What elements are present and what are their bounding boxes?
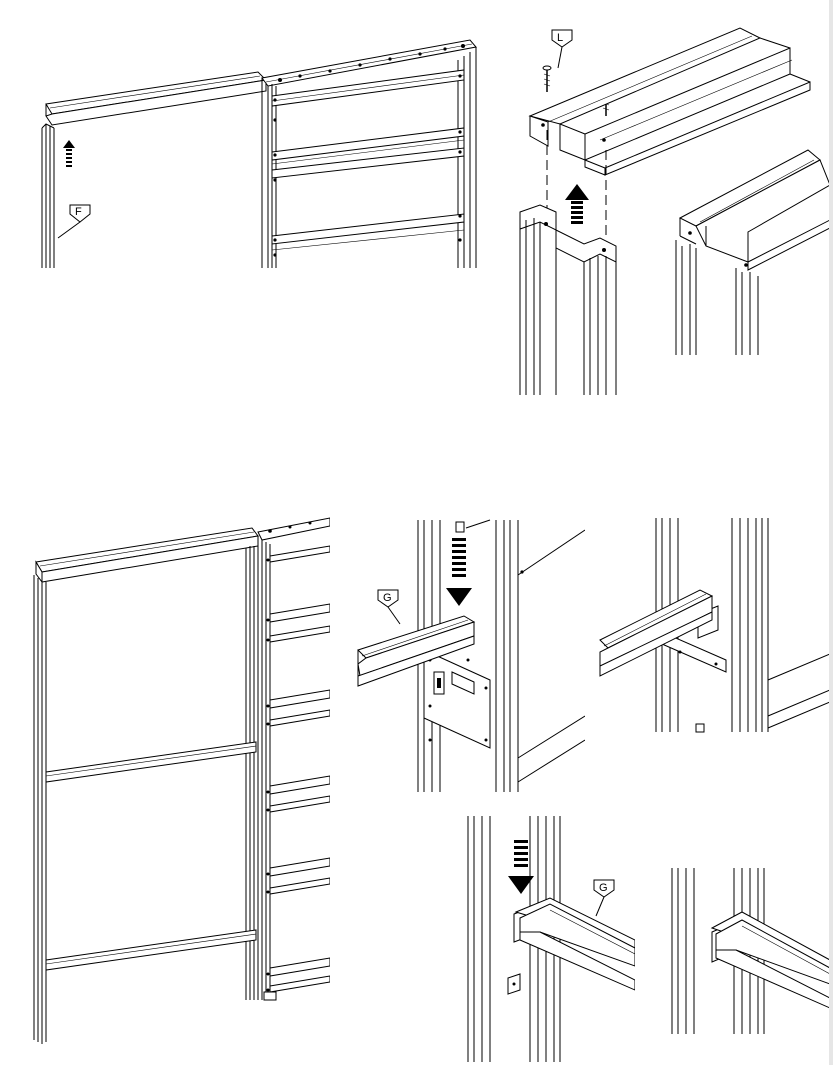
svg-text:G: G: [383, 592, 392, 604]
rail-screw-detail: L: [528, 27, 811, 240]
bottom-crossbar-insert-detail: G: [467, 816, 635, 1062]
down-arrow-icon: [508, 840, 534, 894]
crossbar-seated-detail: [599, 518, 830, 733]
callout-f: F: [57, 204, 91, 239]
up-arrow-icon: [63, 140, 75, 167]
panel-crossbar-view: [33, 517, 330, 1044]
svg-text:G: G: [599, 882, 608, 894]
bottom-crossbar-seated-detail: [671, 868, 830, 1034]
callout-g: G: [377, 589, 401, 625]
callout-g-bottom: G: [593, 879, 615, 917]
screw-icon: [542, 65, 552, 92]
crossbar-insert-detail: G: [357, 519, 585, 792]
down-arrow-icon: [446, 538, 472, 606]
svg-text:F: F: [75, 206, 82, 218]
svg-text:L: L: [557, 32, 563, 44]
scrollbar[interactable]: [829, 0, 833, 1065]
rail-mounted-result: [675, 149, 830, 355]
up-arrow-icon: [565, 184, 589, 224]
panel-top-rail-mount: F: [41, 39, 477, 268]
vertical-profile: [519, 204, 617, 395]
callout-l: L: [551, 29, 573, 69]
